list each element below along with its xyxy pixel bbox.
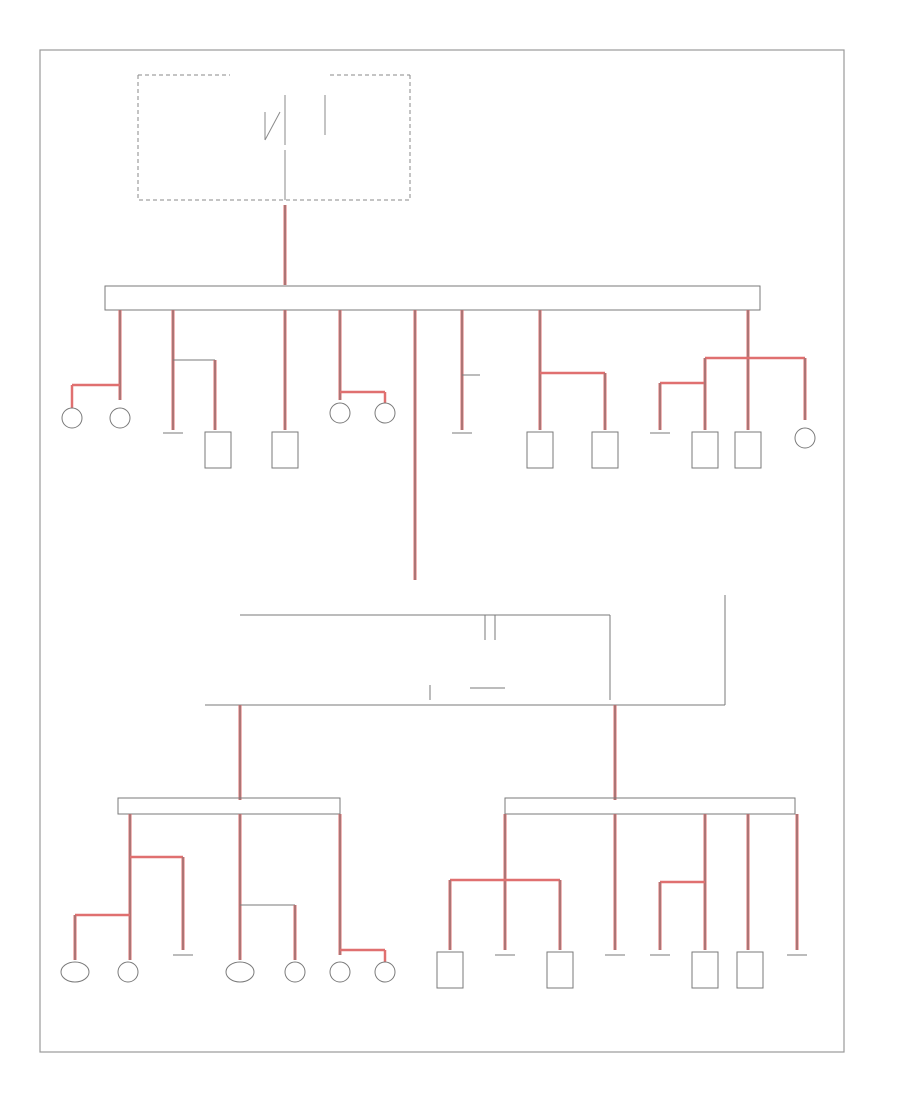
lamp-symbol: [109, 407, 131, 429]
module-symbol: [271, 431, 299, 469]
lamp-symbol: [329, 402, 351, 424]
module-symbol: [691, 951, 719, 989]
bottom-component-4: [225, 961, 255, 983]
module-symbol: [591, 431, 619, 469]
lamp-symbol: [117, 961, 139, 983]
top-bus: [104, 285, 761, 311]
top-component-10: [591, 431, 619, 469]
lamp-symbol: [284, 961, 306, 983]
top-component-1: [61, 407, 83, 429]
bottom-component-7: [374, 961, 396, 983]
top-component-7: [374, 402, 396, 424]
motor-symbol: [60, 961, 90, 983]
module-symbol: [546, 951, 574, 989]
bottom-component-8: [436, 951, 464, 989]
bottom-component-2: [117, 961, 139, 983]
bottom-component-6: [329, 961, 351, 983]
top-component-5: [271, 431, 299, 469]
bottom-component-13: [691, 951, 719, 989]
bottom-component-5: [284, 961, 306, 983]
lamp-symbol: [794, 427, 816, 449]
top-component-14: [794, 427, 816, 449]
module-symbol: [526, 431, 554, 469]
top-component-4: [204, 431, 232, 469]
motor-symbol: [225, 961, 255, 983]
top-component-12: [691, 431, 719, 469]
relay-box: [137, 74, 411, 201]
bottom-component-1: [60, 961, 90, 983]
bottom-left-bus: [117, 797, 341, 815]
top-component-13: [734, 431, 762, 469]
top-component-9: [526, 431, 554, 469]
bottom-component-10: [546, 951, 574, 989]
bottom-right-bus: [504, 797, 796, 815]
top-component-2: [109, 407, 131, 429]
components-top: [61, 402, 816, 469]
lamp-symbol: [374, 402, 396, 424]
module-symbol: [204, 431, 232, 469]
lamp-symbol: [61, 407, 83, 429]
bottom-component-14: [736, 951, 764, 989]
lamp-symbol: [329, 961, 351, 983]
module-symbol: [736, 951, 764, 989]
module-symbol: [734, 431, 762, 469]
top-component-6: [329, 402, 351, 424]
lamp-symbol: [374, 961, 396, 983]
components-bottom: [60, 951, 807, 989]
module-symbol: [691, 431, 719, 469]
module-symbol: [436, 951, 464, 989]
diagram-frame: [39, 49, 845, 1053]
wiring: [70, 205, 807, 962]
